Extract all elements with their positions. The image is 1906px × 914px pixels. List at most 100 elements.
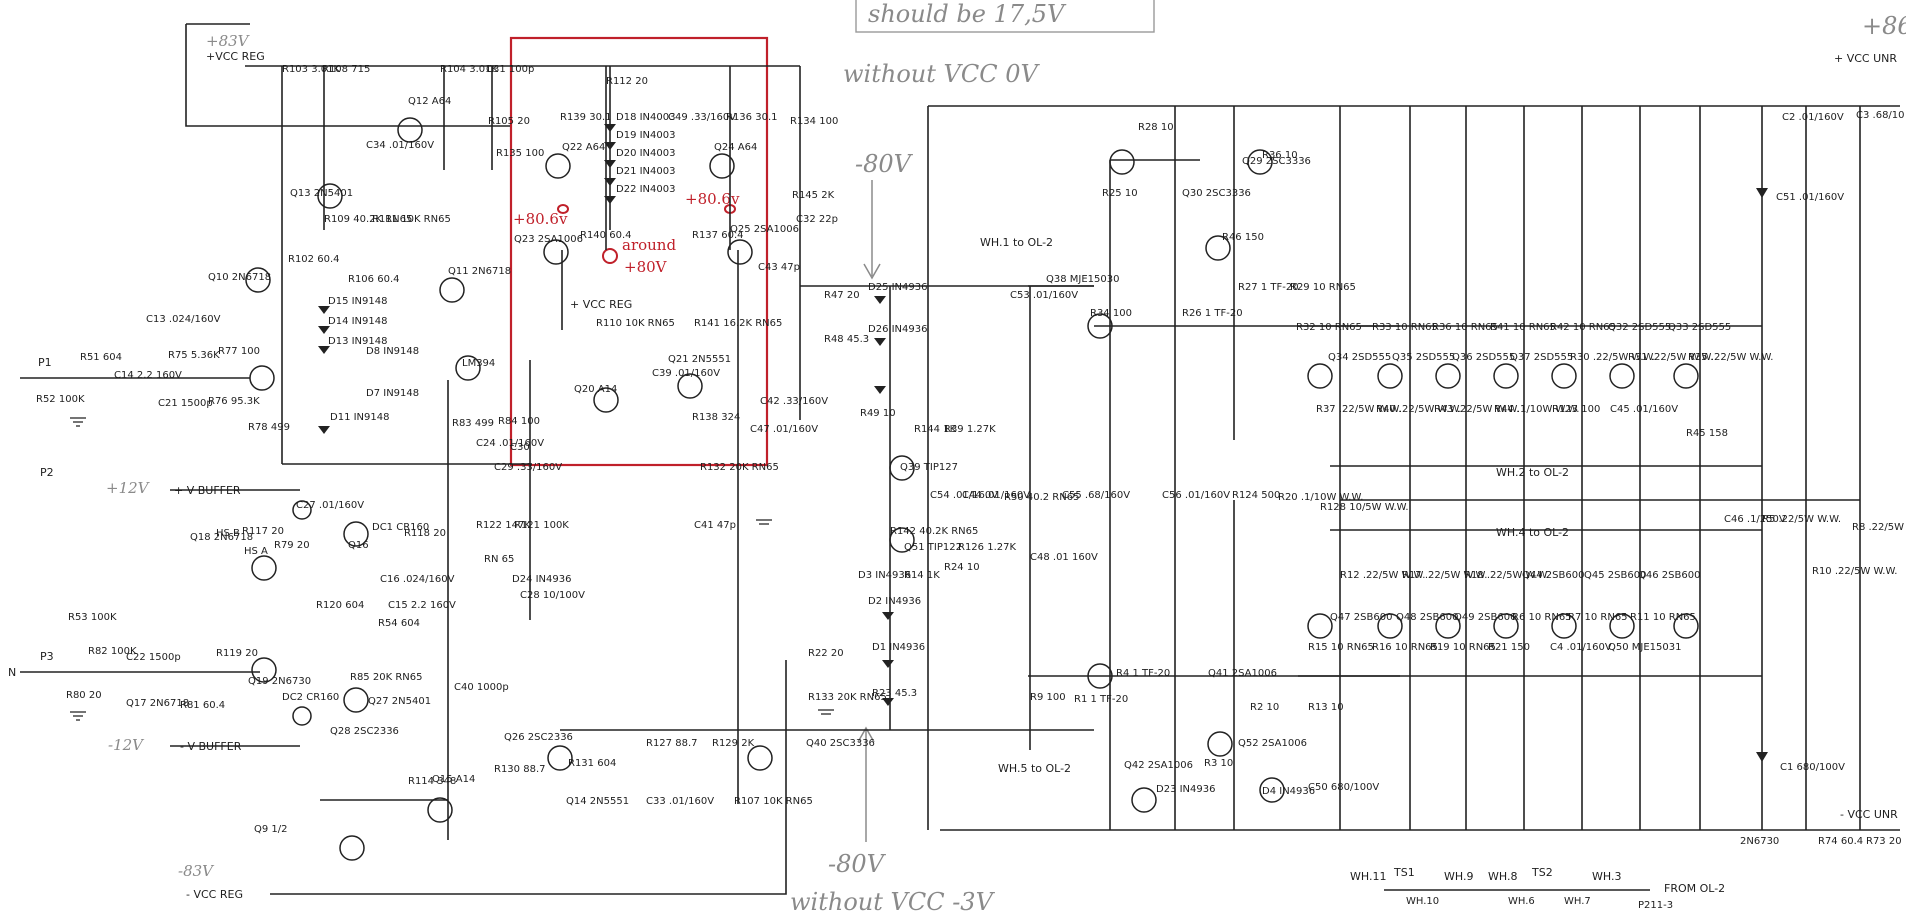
highlight-box [509,36,769,467]
vcc-reg-top-label: +VCC REG [206,50,265,63]
component-label: R80 20 [66,690,102,701]
component-label: C50 680/100V [1308,782,1379,793]
component-label: D19 IN4003 [616,130,675,141]
component-label: R46 150 [1222,232,1264,243]
component-label: R28 10 [1138,122,1174,133]
component-label: R121 100K [514,520,569,531]
component-label: R9 100 [1030,692,1066,703]
component-label: R105 20 [488,116,530,127]
component-label: R32 10 RN65 [1296,322,1362,333]
component-label: C41 47p [694,520,736,531]
component-label: Q9 1/2 [254,824,288,835]
wh2-label: WH.2 to OL-2 [1496,466,1569,479]
probe-point-center [602,248,618,264]
component-label: C21 1500p [158,398,213,409]
component-label: Q51 TIP122 [904,542,962,553]
component-label: C43 47p [758,262,800,273]
footer-wh9: WH.9 [1444,870,1473,883]
vcc-unr-bottom-label: - VCC UNR [1840,808,1898,821]
component-label: Q47 2SB600 [1330,612,1392,623]
component-label: R77 100 [218,346,260,357]
component-label: Q36 2SD555 [1452,352,1515,363]
component-label: D23 IN4936 [1156,784,1215,795]
component-label: R124 500 [1232,490,1280,501]
component-label: 2N6730 [1740,836,1779,847]
component-label: C46 .1/250V [1724,514,1786,525]
wiring [20,23,1900,895]
component-label: R135 100 [496,148,544,159]
component-label: DC2 CR160 [282,692,339,703]
component-label: Q39 TIP127 [900,462,958,473]
component-label: Q18 2N6718 [190,532,253,543]
component-label: R5 .22/5W W.W. [1762,514,1841,525]
component-label: R47 20 [824,290,860,301]
component-label: R131 604 [568,758,616,769]
component-label: R48 45.3 [824,334,869,345]
handwritten-without-vcc-bottom: without VCC -3V [790,888,996,914]
component-label: R122 147K [476,520,531,531]
component-label: R138 324 [692,412,740,423]
component-label: R45 158 [1686,428,1728,439]
component-label: R109 40.2K RN65 [324,214,412,225]
component-label: R37 .22/5W W.W. [1316,404,1401,415]
footer-ts2: TS2 [1531,866,1553,879]
component-label: R34 100 [1090,308,1132,319]
component-label: R23 45.3 [872,688,917,699]
component-label: R35 .22/5W W.W. [1688,352,1773,363]
component-label: C55 .68/160V [1062,490,1130,501]
component-label: R104 3.01K [440,64,498,75]
component-label: Q17 2N6718 [126,698,189,709]
component-label: C24 .01/160V [476,438,544,449]
component-label: C16 .024/160V [380,574,455,585]
component-label: D8 IN9148 [366,346,419,357]
component-label: R39 1.27K [944,424,996,435]
component-label: C28 10/100V [520,590,585,601]
component-label: C42 .33/160V [760,396,828,407]
component-label: R134 100 [790,116,838,127]
component-label: Q22 A64 [562,142,605,153]
handwritten-minus80-top: -80V [855,150,914,178]
component-label: C49 .33/160V [668,112,736,123]
component-label: Q13 2N5401 [290,188,353,199]
component-label: C15 2.2 160V [388,600,456,611]
component-label: Q42 2SA1006 [1124,760,1193,771]
component-label: R82 100K [88,646,137,657]
handwritten-plus86: +86 [1862,12,1906,40]
component-label: R8 .22/5W W.W. [1852,522,1906,533]
component-label: R142 40.2K RN65 [890,526,978,537]
component-label: Q26 2SC2336 [504,732,573,743]
component-label: R112 20 [606,76,648,87]
component-label: R133 20K RN65 [808,692,887,703]
component-label: R102 60.4 [288,254,339,265]
component-label: Q20 A14 [574,384,617,395]
component-label: D15 IN9148 [328,296,387,307]
component-label: R18 .22/5W W.W. [1464,570,1549,581]
component-label: R2 10 [1250,702,1279,713]
component-label: R117 20 [242,526,284,537]
arrow-up-minus80 [857,726,875,842]
component-label: R13 10 [1308,702,1344,713]
component-label: C13 .024/160V [146,314,221,325]
component-label: R141 16.2K RN65 [694,318,782,329]
component-label: R107 10K RN65 [734,796,813,807]
component-label: C32 22p [796,214,838,225]
port-n: N [8,666,16,679]
component-label: R127 88.7 [646,738,697,749]
component-label: C22 1500p [126,652,181,663]
component-label: Q14 2N5551 [566,796,629,807]
component-label: C14 2.2 160V [114,370,182,381]
component-label: R111 10K RN65 [372,214,451,225]
component-label: R15 10 RN65 [1308,642,1374,653]
component-label: C44 .01/160V [962,490,1030,501]
footer-wh8: WH.8 [1488,870,1517,883]
diode-stacks [318,124,1768,762]
component-label: R20 .1/10W W.W. [1278,492,1363,503]
component-label: C27 .01/160V [296,500,364,511]
component-label: R128 10/5W W.W. [1320,502,1409,513]
footer-wh11: WH.11 [1350,870,1386,883]
component-label: Q38 MJE15030 [1046,274,1119,285]
component-label: R11 10 RN65 [1630,612,1696,623]
component-label: HS B [216,528,240,539]
component-label: R145 2K [792,190,835,201]
component-label: C3 .68/10 [1856,110,1905,121]
